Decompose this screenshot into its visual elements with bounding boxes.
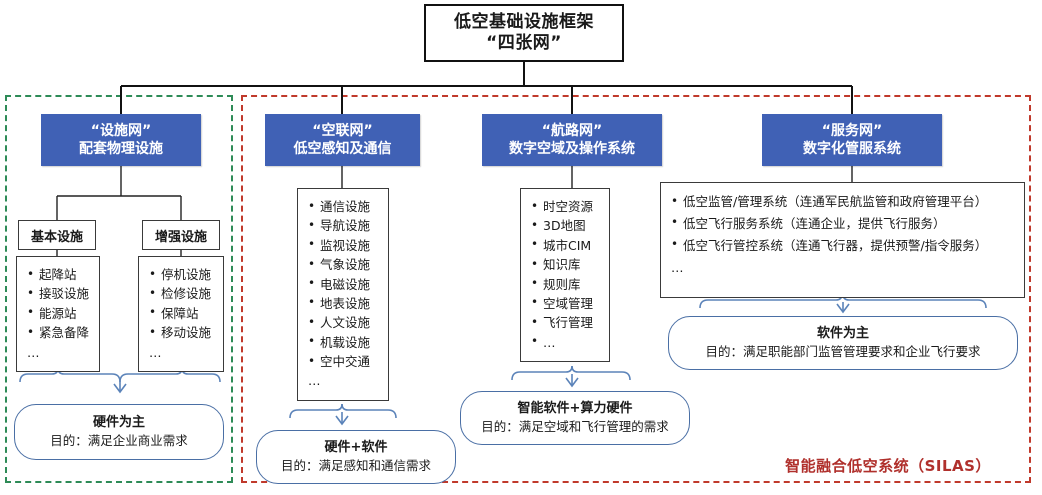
list-item: 3D地图 — [531, 216, 603, 235]
column-header-line-1: “航路网” — [541, 122, 603, 139]
title-line-2: “四张网” — [486, 33, 562, 53]
list-item-ellipsis: … — [149, 344, 163, 360]
list-item: 保障站 — [149, 303, 217, 323]
list-item: 空中交通 — [308, 351, 382, 371]
column-header-line-1: “设施网” — [90, 122, 152, 139]
list-service-net: 低空监管/管理系统（连通军民航监管和政府管理平台） 低空飞行服务系统（连通企业，… — [660, 182, 1025, 298]
list-item: 停机设施 — [149, 264, 217, 284]
subgroup-label-text: 增强设施 — [154, 229, 207, 245]
summary-facility-net: 硬件为主 目的：满足企业商业需求 — [14, 404, 224, 460]
summary-service-net: 软件为主 目的：满足职能部门监管管理要求和企业飞行要求 — [668, 316, 1018, 370]
list-item: 地表设施 — [308, 293, 382, 313]
list-item: 能源站 — [27, 303, 93, 323]
list-item-ellipsis: … — [27, 344, 41, 360]
summary-purpose: 目的：满足职能部门监管管理要求和企业飞行要求 — [705, 344, 981, 360]
list-item: 移动设施 — [149, 323, 217, 342]
subgroup-label-basic-facility[interactable]: 基本设施 — [18, 220, 96, 250]
list-item-ellipsis: … — [531, 332, 603, 352]
list-item: 人文设施 — [308, 313, 382, 332]
subgroup-label-text: 基本设施 — [30, 229, 83, 245]
column-header-service-net[interactable]: “服务网” 数字化管服系统 — [762, 114, 942, 166]
list-item: 起降站 — [27, 264, 93, 284]
list-item: 低空飞行服务系统（连通企业，提供飞行服务） — [671, 212, 1018, 235]
column-header-line-2: 数字化管服系统 — [803, 141, 901, 157]
list-item: 低空飞行管控系统（连通飞行器，提供预警/指令服务） — [671, 234, 1018, 257]
list-item: 低空监管/管理系统（连通军民航监管和政府管理平台） — [671, 191, 1018, 213]
summary-air-link-net: 硬件+软件 目的：满足感知和通信需求 — [256, 430, 456, 484]
list-basic-facility: 起降站 接驳设施 能源站 紧急备降 … — [16, 256, 100, 372]
summary-purpose: 目的：满足企业商业需求 — [50, 433, 188, 449]
summary-purpose: 目的：满足空域和飞行管理的需求 — [481, 419, 669, 435]
list-item: 接驳设施 — [27, 284, 93, 303]
summary-title: 智能软件+算力硬件 — [517, 400, 633, 416]
column-header-line-2: 配套物理设施 — [79, 141, 163, 157]
column-header-line-2: 数字空域及操作系统 — [509, 141, 635, 157]
summary-purpose: 目的：满足感知和通信需求 — [280, 458, 431, 474]
column-header-route-net[interactable]: “航路网” 数字空域及操作系统 — [482, 114, 662, 166]
list-item: 检修设施 — [149, 284, 217, 303]
title-line-1: 低空基础设施框架 — [454, 11, 594, 32]
list-item: 紧急备降 — [27, 323, 93, 342]
list-item: 飞行管理 — [531, 313, 603, 332]
summary-title: 硬件为主 — [92, 414, 145, 430]
subgroup-label-enhanced-facility[interactable]: 增强设施 — [142, 220, 220, 250]
silas-caption: 智能融合低空系统（SILAS） — [785, 456, 991, 475]
list-item: 机载设施 — [308, 332, 382, 352]
group-frame-silas — [241, 95, 1031, 483]
group-frame-facility-net — [5, 95, 233, 483]
list-enhanced-facility: 停机设施 检修设施 保障站 移动设施 … — [138, 256, 224, 372]
summary-route-net: 智能软件+算力硬件 目的：满足空域和飞行管理的需求 — [460, 391, 690, 445]
column-header-facility-net[interactable]: “设施网” 配套物理设施 — [41, 114, 201, 166]
list-item: 导航设施 — [308, 216, 382, 235]
list-item: 城市CIM — [531, 235, 603, 255]
summary-title: 硬件+软件 — [324, 439, 388, 455]
list-item: 监视设施 — [308, 235, 382, 255]
list-item: 空域管理 — [531, 293, 603, 313]
list-item-ellipsis: … — [308, 373, 322, 389]
list-item: 通信设施 — [308, 196, 382, 216]
column-header-air-link-net[interactable]: “空联网” 低空感知及通信 — [265, 114, 420, 166]
column-header-line-1: “服务网” — [821, 122, 883, 139]
list-item: 电磁设施 — [308, 274, 382, 294]
list-air-link-net: 通信设施 导航设施 监视设施 气象设施 电磁设施 地表设施 人文设施 机载设施 … — [297, 188, 389, 401]
list-item-ellipsis: … — [671, 259, 685, 275]
diagram-title: 低空基础设施框架 “四张网” — [424, 4, 624, 62]
column-header-line-1: “空联网” — [312, 122, 373, 139]
list-route-net: 时空资源 3D地图 城市CIM 知识库 规则库 空域管理 飞行管理 … — [520, 188, 610, 362]
list-item: 气象设施 — [308, 255, 382, 274]
list-item: 时空资源 — [531, 196, 603, 216]
list-item: 规则库 — [531, 274, 603, 294]
summary-title: 软件为主 — [816, 325, 869, 341]
column-header-line-2: 低空感知及通信 — [293, 141, 392, 157]
list-item: 知识库 — [531, 255, 603, 274]
